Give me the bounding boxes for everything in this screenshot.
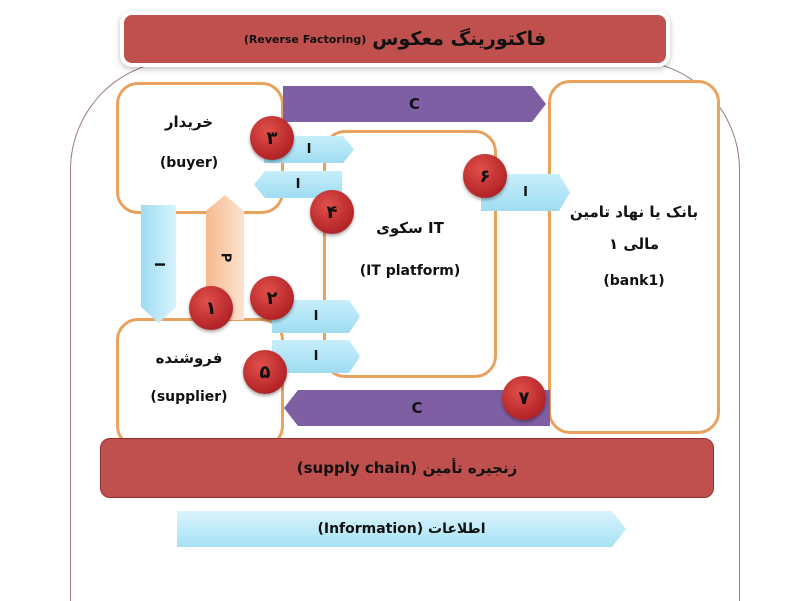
information-legend-arrow: اطلاعات (Information) [177,511,626,547]
step-badge-5: ۵ [243,350,287,394]
step-number-2: ۲ [266,287,278,309]
information-legend-label: اطلاعات (Information) [317,521,486,537]
step-badge-1: ۱ [189,286,233,330]
product-label: P [217,252,233,263]
bank-label-fa-1: بانک یا نهاد تامین [569,203,699,221]
supply-chain-bar: زنجیره تأمین (supply chain) [100,438,714,498]
buyer-label-fa: خریدار [164,113,214,131]
bank-box: بانک یا نهاد تامین مالی ۱ (bank1) [548,80,720,434]
info-label-3: I [306,142,312,157]
info-label-4: I [295,177,301,192]
invoice-arrow-down: I [141,205,176,323]
step-badge-6: ۶ [463,154,507,198]
cash-label-top: C [408,95,420,113]
it-platform-box: سکوی IT (IT platform) [323,130,497,378]
step-number-7: ۷ [518,387,530,409]
cash-arrow-bank-direction: C [283,86,546,122]
step-badge-7: ۷ [502,376,546,420]
supplier-label-en: (supplier) [150,389,228,405]
title-fa: فاکتورینگ معکوس [372,28,547,50]
bank-label-fa-2: مالی ۱ [608,235,660,253]
step-number-4: ۴ [326,201,338,223]
title-en: (Reverse Factoring) [243,32,367,46]
bank-label-en: (bank1) [603,273,665,289]
step-number-1: ۱ [205,297,217,319]
step-number-3: ۳ [266,127,278,149]
step-number-5: ۵ [259,361,271,383]
title-banner: فاکتورینگ معکوس (Reverse Factoring) [124,15,666,63]
step-badge-4: ۴ [310,190,354,234]
platform-label-fa: سکوی IT [376,219,444,237]
info-label-6: I [523,185,528,200]
buyer-label-en: (buyer) [159,155,219,171]
step-badge-2: ۲ [250,276,294,320]
step-badge-3: ۳ [250,116,294,160]
supply-chain-label: زنجیره تأمین (supply chain) [296,459,518,477]
cash-label-bottom: C [411,399,423,417]
info-label-2: I [313,309,319,324]
step-number-6: ۶ [479,165,491,187]
invoice-label: I [151,261,166,267]
platform-label-en: (IT platform) [359,263,461,279]
supplier-label-fa: فروشنده [155,349,223,367]
info-label-5: I [313,349,319,364]
